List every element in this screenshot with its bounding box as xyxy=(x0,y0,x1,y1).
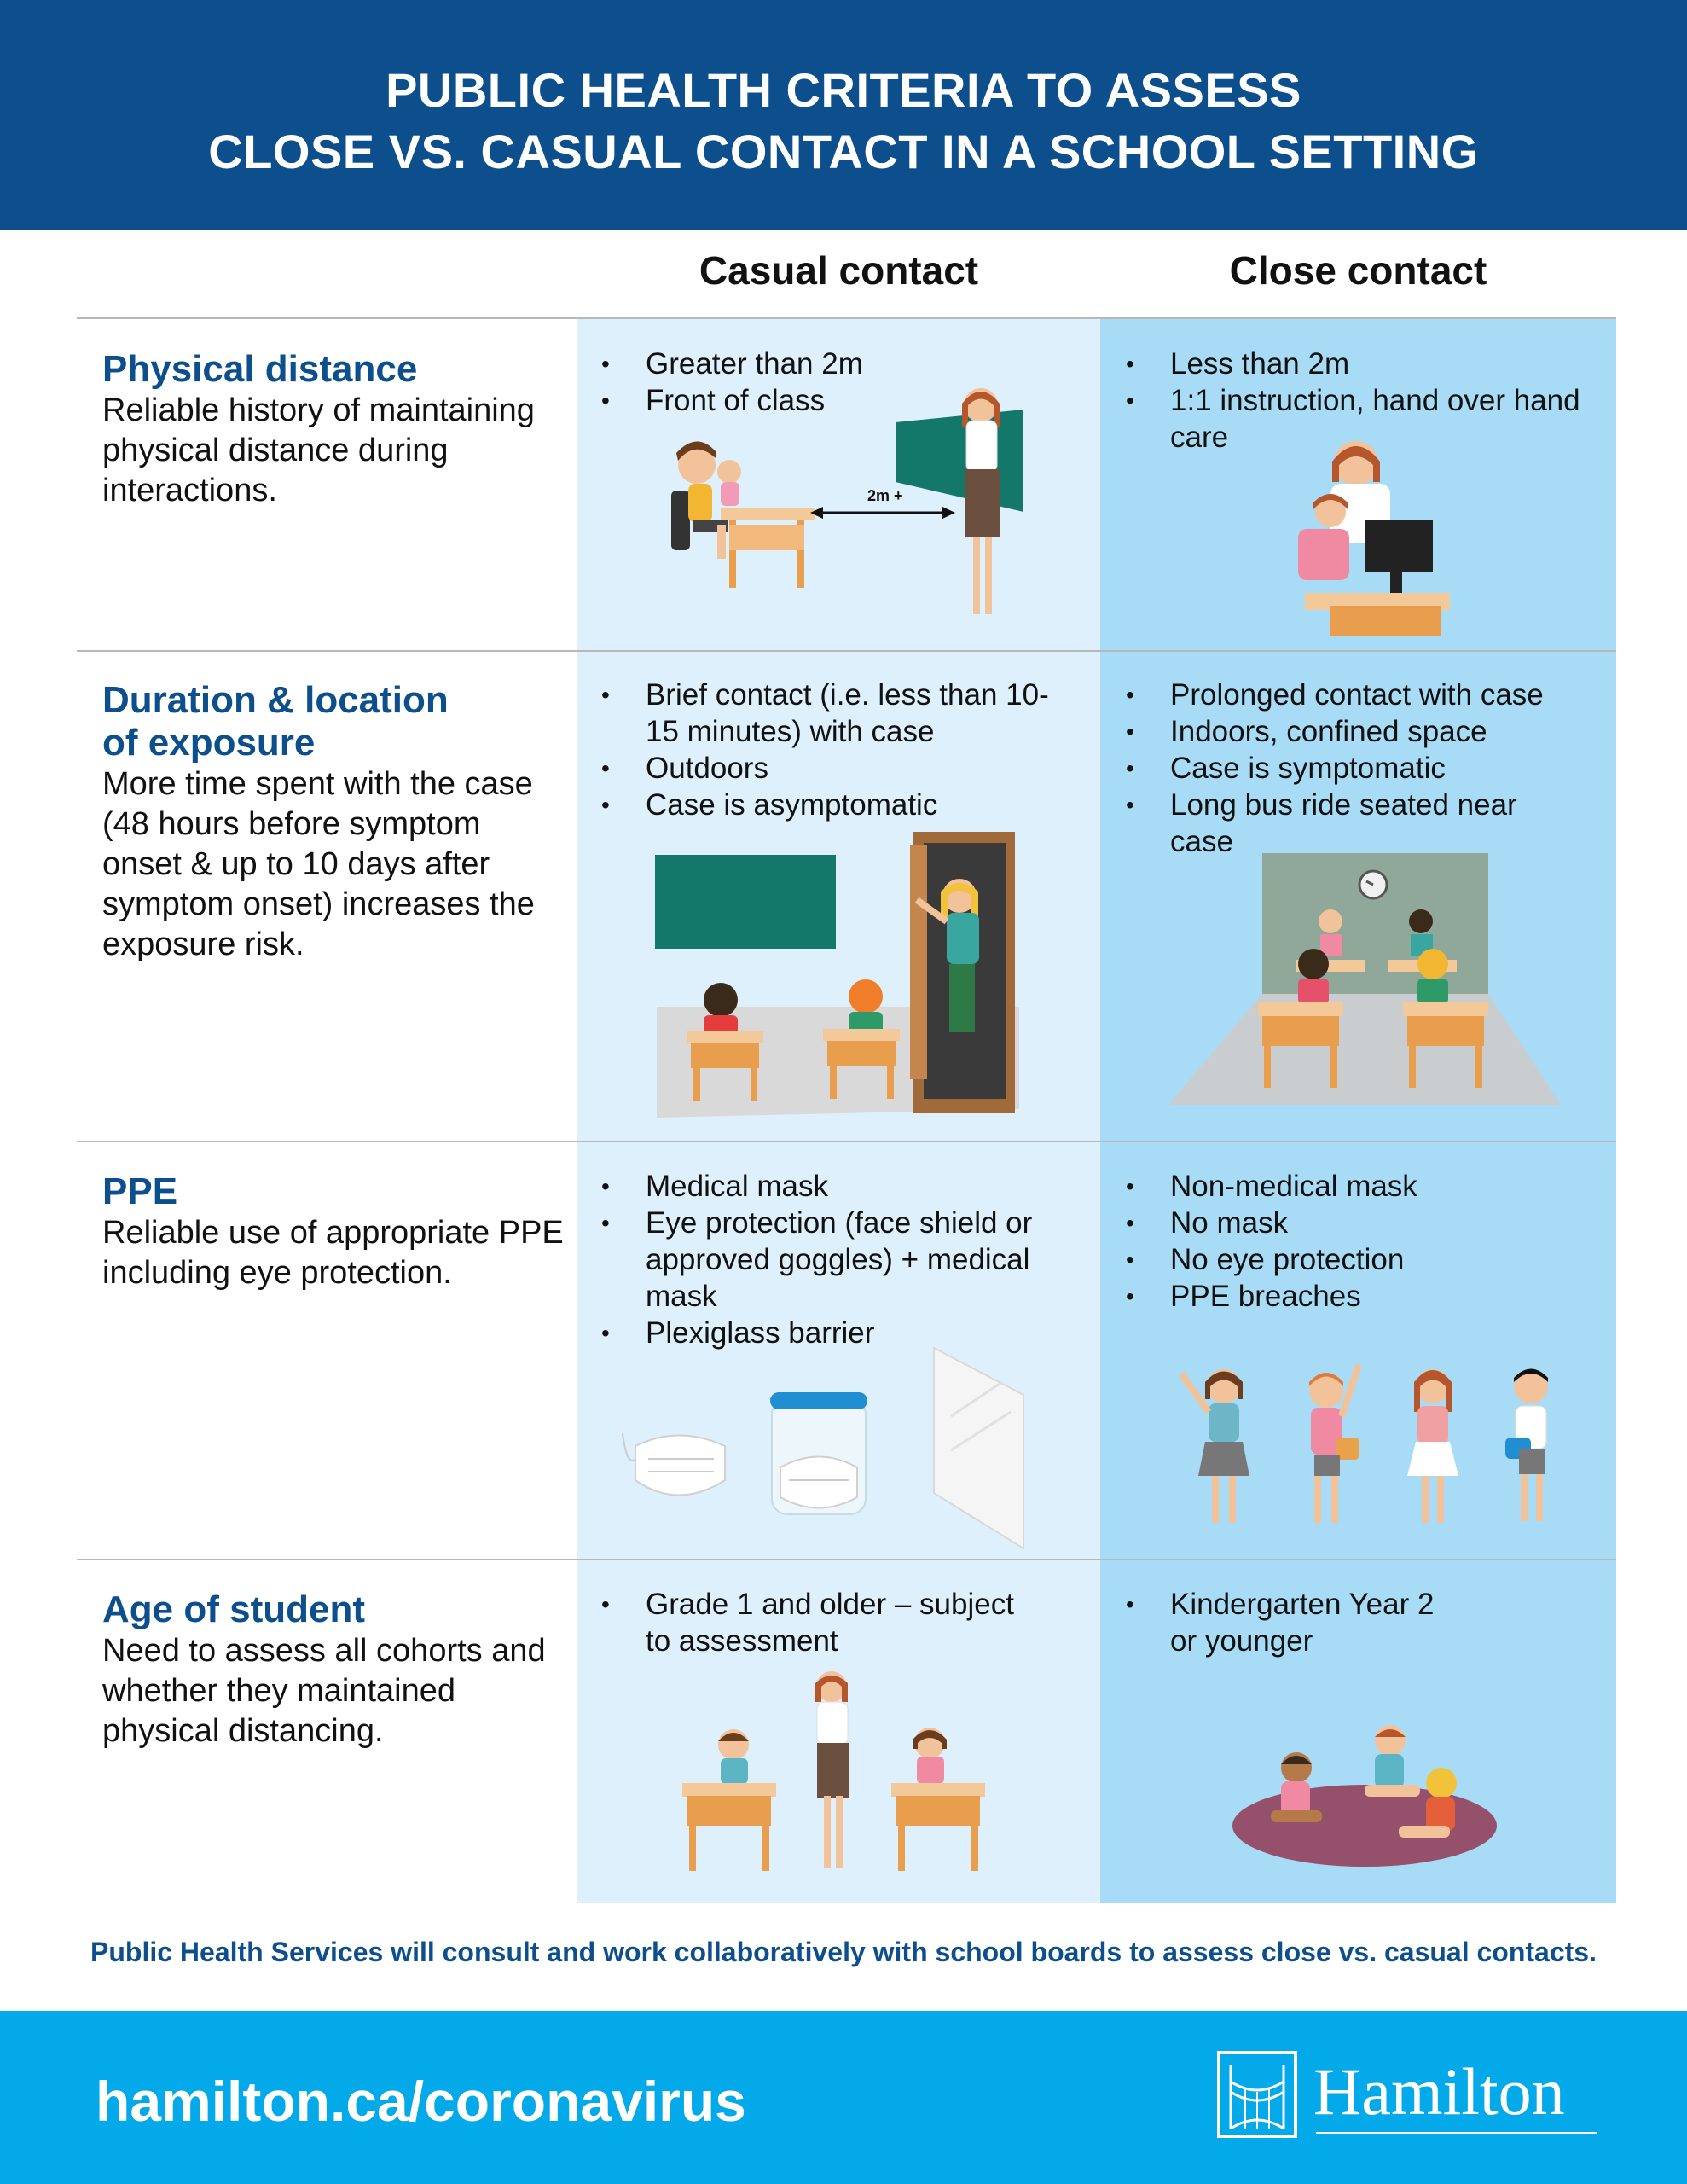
criterion-description: Reliable use of appropriate PPE includin… xyxy=(102,1215,564,1291)
row-divider xyxy=(77,1141,1616,1142)
list-item: Plexiglass barrier xyxy=(601,1315,1045,1351)
close-list: Kindergarten Year 2 or younger xyxy=(1126,1586,1467,1659)
list-item: Case is asymptomatic xyxy=(601,787,1079,823)
classroom-older-students-illustration xyxy=(682,1671,985,1871)
hamilton-logo-icon xyxy=(1217,2051,1297,2138)
students-no-ppe-illustration xyxy=(1178,1363,1548,1523)
casual-list: Greater than 2m Front of class xyxy=(601,346,1079,419)
list-item: 1:1 instruction, hand over hand care xyxy=(1126,382,1586,456)
casual-contact-heading: Casual contact xyxy=(699,248,979,293)
criterion-physical-distance: Physical distance Reliable history of ma… xyxy=(102,348,567,511)
classroom-distance-illustration: 2m + xyxy=(671,388,1023,614)
row-divider xyxy=(77,1559,1616,1560)
page-title-line1: PUBLIC HEALTH CRITERIA TO ASSESS xyxy=(386,63,1301,117)
criterion-title: Physical distance xyxy=(102,348,418,390)
wordmark-underline xyxy=(1316,2132,1597,2134)
list-item: Long bus ride seated near case xyxy=(1126,787,1586,860)
list-item: Prolonged contact with case xyxy=(1126,677,1586,713)
list-item: Front of class xyxy=(601,382,1079,419)
list-item: Kindergarten Year 2 or younger xyxy=(1126,1586,1467,1659)
list-item: Greater than 2m xyxy=(601,346,1079,382)
list-item: Less than 2m xyxy=(1126,346,1586,382)
criterion-title: PPE xyxy=(102,1170,178,1212)
close-list: Non-medical mask No mask No eye protecti… xyxy=(1126,1168,1586,1315)
list-item: Outdoors xyxy=(601,750,1079,787)
ppe-items-illustration xyxy=(622,1346,1024,1550)
distance-label: 2m + xyxy=(867,487,903,504)
list-item: Grade 1 and older – subject to assessmen… xyxy=(601,1586,1045,1659)
criterion-description: Reliable history of maintaining physical… xyxy=(102,392,535,508)
page-title-line2: CLOSE VS. CASUAL CONTACT IN A SCHOOL SET… xyxy=(208,125,1479,178)
casual-list: Brief contact (i.e. less than 10-15 minu… xyxy=(601,677,1079,823)
kindergarten-circle-illustration xyxy=(1232,1725,1497,1867)
criterion-duration-location: Duration & location of exposure More tim… xyxy=(102,679,567,965)
close-list: Prolonged contact with case Indoors, con… xyxy=(1126,677,1586,860)
page-header: PUBLIC HEALTH CRITERIA TO ASSESS CLOSE V… xyxy=(0,0,1687,230)
criterion-title: Age of student xyxy=(102,1589,365,1630)
list-item: PPE breaches xyxy=(1126,1278,1586,1315)
list-item: Medical mask xyxy=(601,1168,1045,1205)
close-list: Less than 2m 1:1 instruction, hand over … xyxy=(1126,346,1586,456)
footer-bar: hamilton.ca/coronavirus Hamilton xyxy=(0,2011,1687,2184)
row-divider xyxy=(77,650,1616,652)
criterion-description: Need to assess all cohorts and whether t… xyxy=(102,1633,546,1749)
criterion-title-line2: of exposure xyxy=(102,722,316,764)
list-item: No mask xyxy=(1126,1205,1586,1241)
website-link[interactable]: hamilton.ca/coronavirus xyxy=(96,2070,746,2133)
casual-list: Grade 1 and older – subject to assessmen… xyxy=(601,1586,1045,1659)
list-item: Eye protection (face shield or approved … xyxy=(601,1205,1045,1315)
criterion-age-of-student: Age of student Need to assess all cohort… xyxy=(102,1589,567,1751)
list-item: No eye protection xyxy=(1126,1241,1586,1278)
footer-note: Public Health Services will consult and … xyxy=(90,1937,1597,1967)
one-on-one-instruction-illustration xyxy=(1298,441,1450,636)
criterion-ppe: PPE Reliable use of appropriate PPE incl… xyxy=(102,1170,567,1293)
list-item: Non-medical mask xyxy=(1126,1168,1586,1205)
casual-list: Medical mask Eye protection (face shield… xyxy=(601,1168,1045,1351)
list-item: Case is symptomatic xyxy=(1126,750,1586,787)
indoor-classroom-illustration xyxy=(1168,853,1561,1105)
table-top-divider xyxy=(77,317,1616,319)
outdoor-classroom-illustration xyxy=(655,832,1019,1118)
criterion-title-line1: Duration & location xyxy=(102,679,449,721)
list-item: Indoors, confined space xyxy=(1126,713,1586,750)
hamilton-wordmark: Hamilton xyxy=(1313,2054,1565,2129)
list-item: Brief contact (i.e. less than 10-15 minu… xyxy=(601,677,1079,750)
criterion-description: More time spent with the case (48 hours … xyxy=(102,766,535,962)
close-contact-heading: Close contact xyxy=(1229,248,1487,293)
